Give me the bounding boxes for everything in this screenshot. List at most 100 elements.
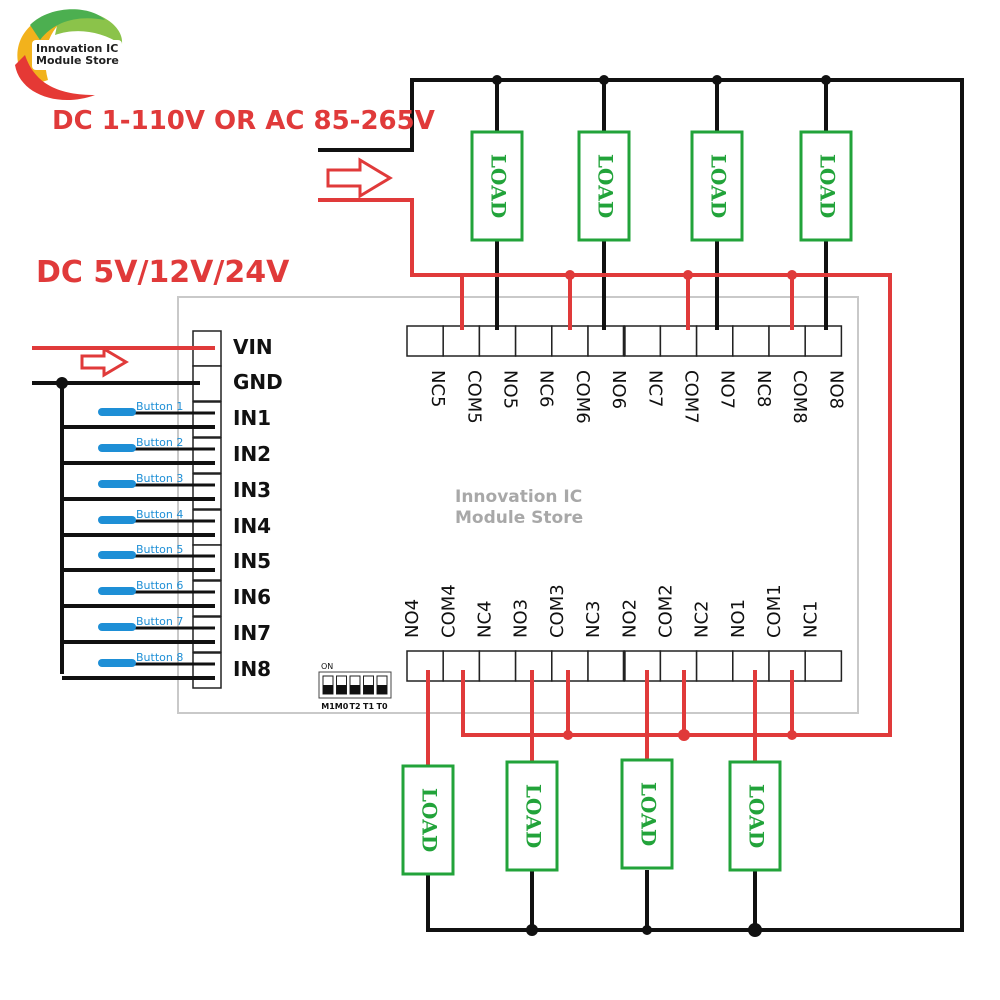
relay-terminal-cell [587,650,625,682]
top-terminal-label: NO5 [500,370,521,409]
input-terminal-cell [192,580,222,617]
top-terminal-label: NC8 [753,370,774,408]
input-terminal-cell [192,509,222,546]
supply-arrow-icon [326,157,393,199]
bottom-loads: LOAD LOAD LOAD LOAD [401,758,782,876]
load-label: LOAD [522,784,546,848]
top-terminal-label: COM7 [681,370,702,424]
relay-terminal-cell [804,325,843,357]
button-rows [62,408,215,680]
top-terminal-label: NC6 [536,370,557,408]
button-label: Button 4 [136,508,184,521]
input-terminal-label: IN6 [233,585,272,609]
logo-line1: Innovation IC [36,42,119,55]
dip-label: M1 [321,702,335,711]
input-supply-label: DC 5V/12V/24V [36,255,290,290]
top-terminal-label: NO7 [717,370,738,409]
dip-toggle [323,685,333,694]
push-button-icon [98,516,136,524]
input-terminal-label: IN1 [233,406,272,430]
relay-terminal-cell [695,325,734,357]
top-terminal-label: COM8 [789,370,810,424]
relay-terminal-cell [768,325,806,357]
load-box: LOAD [728,760,782,872]
load-label: LOAD [707,154,731,218]
wire-junctions [56,75,831,937]
dip-toggle [336,685,347,694]
relay-terminal-cell [659,650,698,682]
store-logo [15,9,123,101]
bottom-terminal-label: NO2 [619,599,640,638]
load-label: LOAD [637,782,661,846]
input-terminal-cell [192,544,222,581]
input-terminal-label: IN5 [233,549,272,573]
load-box: LOAD [577,130,631,242]
red-junctions [563,270,797,741]
input-terminal-label: IN4 [233,514,272,538]
input-terminal-cell [192,652,222,689]
relay-terminal-cell [659,325,698,357]
input-terminal-label: VIN [233,335,273,359]
push-button-icon [98,587,136,595]
relay-terminal-cell [406,325,444,357]
load-box: LOAD [470,130,524,242]
logo-line2: Module Store [36,54,119,67]
dip-on-label: ON [321,662,333,671]
relay-terminal-cell [406,650,444,682]
bottom-terminal-label: NO3 [511,599,532,638]
push-button-icon [98,659,136,667]
input-terminal-label: IN7 [233,621,272,645]
button-label: Button 7 [136,615,184,628]
bottom-terminal-label: COM3 [547,584,568,638]
red-wires [32,198,892,768]
bottom-terminal-label: NC1 [800,601,821,639]
bottom-terminal-label: NO1 [728,599,749,638]
top-terminal-label: NC7 [644,370,665,408]
load-label: LOAD [418,788,442,852]
button-label: Button 6 [136,579,184,592]
dip-label: T2 [349,702,360,711]
bottom-terminal-label: COM4 [438,584,459,638]
input-terminal-label: GND [233,370,283,394]
bottom-terminal-label: COM1 [764,584,785,638]
relay-terminal-cell [623,325,662,357]
relay-terminal-cell [623,650,662,682]
top-terminal-block [406,325,843,357]
watermark-text: Innovation IC Module Store [455,487,583,529]
logo-text: Innovation IC Module Store [36,43,119,67]
push-button-icon [98,480,136,488]
bottom-terminal-label: NC2 [692,601,713,639]
button-label: Button 1 [136,400,184,413]
bottom-terminal-label: COM2 [656,584,677,638]
top-loads: LOAD LOAD LOAD LOAD [470,130,853,242]
dip-toggle [350,685,360,694]
load-box: LOAD [401,764,455,876]
bottom-terminal-block [406,650,843,682]
load-box: LOAD [505,760,559,872]
relay-terminal-cell [587,325,625,357]
relay-terminal-cell [695,650,734,682]
load-label: LOAD [594,154,618,218]
black-wires [32,78,964,932]
input-terminal-label: IN2 [233,442,272,466]
watermark-line2: Module Store [455,508,584,528]
input-terminal-cell [192,473,222,510]
button-label: Button 3 [136,472,184,485]
push-button-icon [98,623,136,631]
button-label: Button 5 [136,543,184,556]
input-terminal-cell [192,401,222,438]
load-box: LOAD [690,130,744,242]
dip-label: T0 [376,702,387,711]
watermark-line1: Innovation IC [455,487,583,507]
input-terminal-cell [192,616,222,653]
relay-terminal-cell [442,325,481,357]
top-terminal-label: NC5 [427,370,448,408]
bottom-terminal-label: NC4 [475,601,496,639]
bottom-terminal-label: NO4 [402,599,423,638]
load-box: LOAD [799,130,853,242]
push-button-icon [98,444,136,452]
input-terminal-label: IN3 [233,478,272,502]
load-label: LOAD [487,154,511,218]
